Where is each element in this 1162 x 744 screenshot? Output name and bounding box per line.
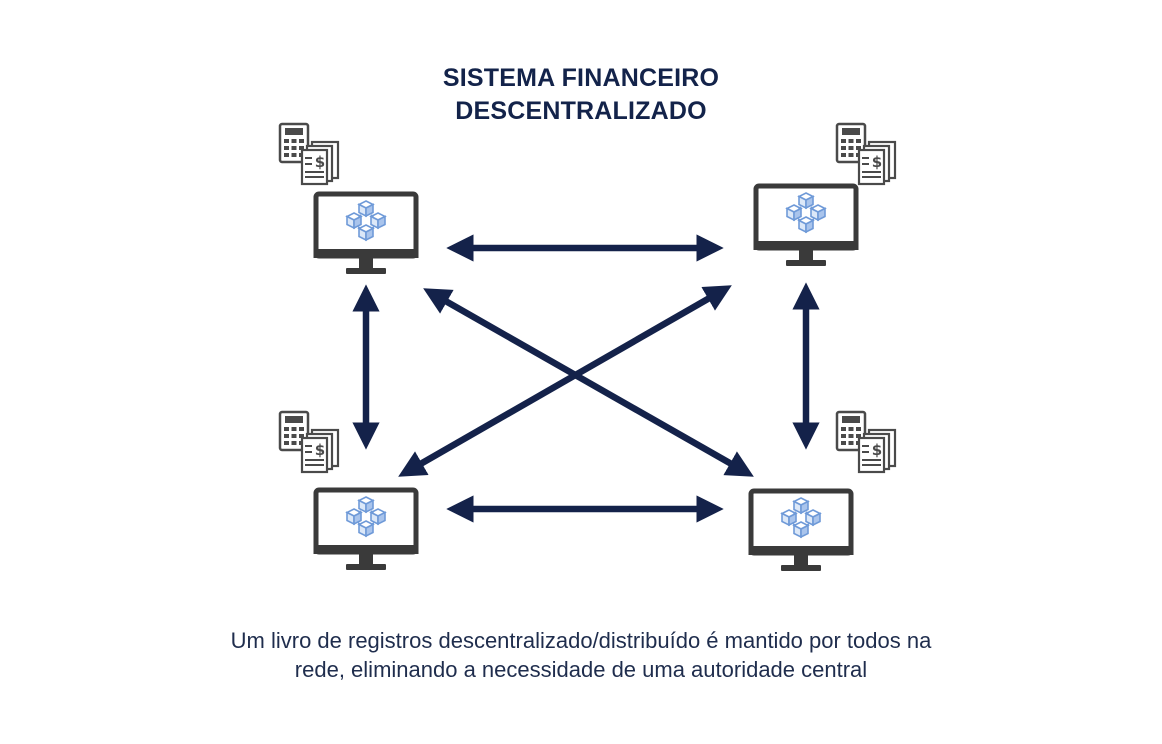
caption-line-1: Um livro de registros descentralizado/di… [230, 628, 932, 653]
node-bottom-left [278, 410, 419, 570]
connection-arrows [352, 234, 820, 523]
caption-line-2: rede, eliminando a necessidade de uma au… [294, 657, 868, 682]
calculator-invoice-icon [278, 122, 340, 186]
monitor-icon [314, 490, 419, 570]
arrow-top-left-to-bottom-right [423, 288, 754, 477]
calculator-invoice-icon [278, 410, 340, 474]
arrow-top-right-to-bottom-left [398, 285, 732, 477]
monitor-icon [754, 186, 859, 266]
monitor-icon [314, 194, 419, 274]
calculator-invoice-icon [835, 410, 897, 474]
monitor-icon [749, 491, 854, 571]
node-top-left [278, 122, 419, 274]
diagram-title-line-2: DESCENTRALIZADO [455, 97, 707, 125]
node-top-right [754, 122, 897, 266]
calculator-invoice-icon [835, 122, 897, 186]
diagram-title-line-1: SISTEMA FINANCEIRO [442, 64, 720, 92]
node-bottom-right [749, 410, 897, 571]
